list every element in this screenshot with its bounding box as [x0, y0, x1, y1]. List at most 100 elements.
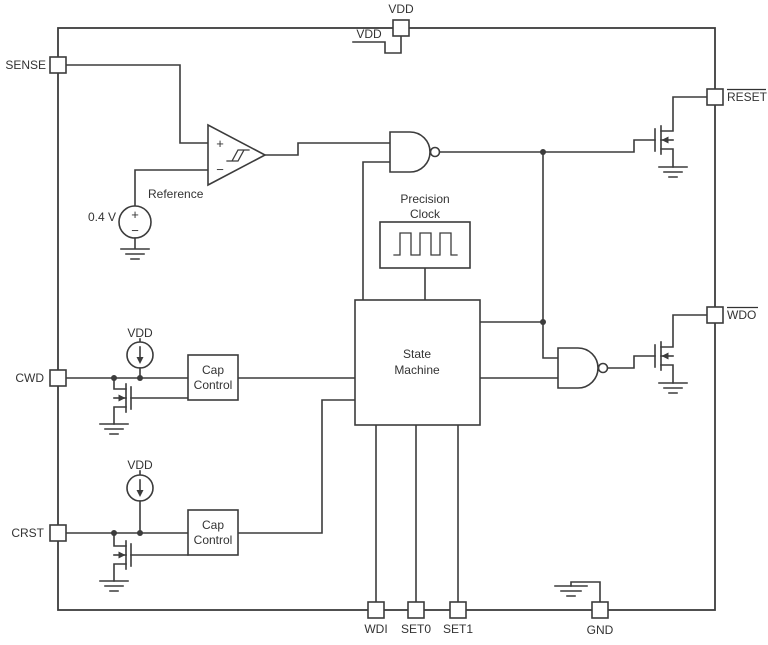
- pin-gnd-label: GND: [587, 623, 614, 637]
- pin-reset-label: RESET: [727, 90, 768, 104]
- pin-set1-label: SET1: [443, 622, 473, 636]
- wdo-ground-icon: [658, 382, 688, 394]
- state-machine: State Machine: [354, 299, 481, 426]
- cwd-cs-arrow-head: [136, 357, 144, 364]
- cwd-ground-icon: [99, 423, 129, 435]
- junction-dots: [111, 149, 546, 536]
- nand-gate-reset: [389, 131, 441, 173]
- comparator-plus-label: +: [216, 136, 224, 151]
- nand1-bubble: [429, 146, 441, 158]
- cap-control-rst: Cap Control: [187, 509, 239, 556]
- internal-vdd-label: VDD: [356, 27, 382, 41]
- wdo-mosfet-source-lead: [660, 364, 674, 384]
- nand2-output-wire: [607, 355, 656, 369]
- reset-feedback-wire: [542, 151, 559, 359]
- pin-reset: [706, 88, 724, 106]
- cwd-mosfet: [99, 377, 189, 435]
- cap-control-rst-box: [187, 509, 239, 556]
- cap-control-rst-label-line1: Cap: [202, 518, 224, 532]
- gnd-ground-icon: [554, 585, 588, 597]
- nand-gate-wdo: [557, 347, 609, 389]
- junction-dot: [540, 149, 546, 155]
- junction-dot: [137, 530, 143, 536]
- clock-label-line2: Clock: [410, 207, 441, 221]
- pin-set0: [407, 601, 425, 619]
- crst-mosfet-drain-lead: [113, 532, 127, 547]
- reference-ground-icon: [120, 237, 150, 260]
- nand1-input-b-wire: [362, 161, 391, 301]
- pin-wdo-label: WDO: [727, 308, 756, 322]
- nand1-body: [389, 131, 431, 173]
- cwd-mosfet-drain-lead: [113, 377, 127, 390]
- cap-control-wd-box: [187, 354, 239, 401]
- reference-value-label: 0.4 V: [88, 210, 116, 224]
- gnd-wire: [570, 581, 601, 603]
- junction-dot: [137, 375, 143, 381]
- pin-cwd-label: CWD: [15, 371, 44, 385]
- cap-control-rst-out-wire: [237, 399, 356, 534]
- wires: [65, 35, 656, 603]
- pin-vdd: [392, 19, 410, 37]
- cwd-current-source: VDD: [126, 326, 154, 379]
- crst-mosfet: [99, 532, 189, 592]
- comparator-minus-label: −: [216, 162, 224, 177]
- wdo-mosfet-arrow: [661, 352, 669, 360]
- voltage-reference: + − Reference 0.4 V: [88, 187, 204, 260]
- junction-dot: [111, 530, 117, 536]
- pin-wdi: [367, 601, 385, 619]
- nand1-output-wire: [439, 139, 656, 153]
- pin-sense: [49, 56, 67, 74]
- state-machine-label-line2: Machine: [394, 363, 440, 377]
- sense-wire: [65, 64, 209, 144]
- pin-set0-label: SET0: [401, 622, 431, 636]
- reset-mosfet-source-lead: [660, 148, 674, 168]
- crst-current-source: VDD: [126, 458, 154, 534]
- comparator-output-wire: [264, 142, 391, 156]
- cwd-vdd-label: VDD: [127, 326, 153, 340]
- pins: VDD VDD SENSE CWD CRST RESET WDO WDI SET…: [5, 2, 767, 637]
- cap-control-wd-label-line1: Cap: [202, 363, 224, 377]
- pin-crst: [49, 524, 67, 542]
- crst-cs-arrow-head: [136, 490, 144, 497]
- crst-vdd-label: VDD: [127, 458, 153, 472]
- reference-label: Reference: [148, 187, 204, 201]
- precision-clock: Precision Clock: [379, 192, 471, 269]
- pin-gnd: [591, 601, 609, 619]
- pin-crst-label: CRST: [11, 526, 44, 540]
- pin-wdo: [706, 306, 724, 324]
- state-machine-label-line1: State: [403, 347, 431, 361]
- comparator-body: [207, 123, 267, 187]
- reset-mosfet-arrow: [661, 136, 669, 144]
- wdo-mosfet: [654, 314, 708, 394]
- clock-label-line1: Precision: [400, 192, 449, 206]
- pin-wdi-label: WDI: [364, 622, 387, 636]
- comparator: + −: [207, 123, 267, 187]
- junction-dot: [540, 319, 546, 325]
- cap-control-wd: Cap Control: [187, 354, 239, 401]
- reset-mosfet: [654, 96, 708, 178]
- clock-box: [379, 221, 471, 269]
- pin-vdd-label: VDD: [388, 2, 414, 16]
- hysteresis-icon: [226, 149, 250, 162]
- pin-cwd: [49, 369, 67, 387]
- crst-mosfet-arrow: [118, 551, 126, 559]
- clock-waveform-icon: [393, 232, 458, 256]
- cwd-mosfet-arrow: [118, 394, 126, 402]
- crst-ground-icon: [99, 580, 129, 592]
- state-machine-box: [354, 299, 481, 426]
- reset-mosfet-drain-lead: [660, 96, 708, 132]
- reference-wire: [134, 169, 209, 207]
- crst-mosfet-source-lead: [113, 563, 127, 582]
- cap-control-rst-label-line2: Control: [194, 533, 233, 547]
- wdo-mosfet-drain-lead: [660, 314, 708, 348]
- pin-set1: [449, 601, 467, 619]
- pin-sense-label: SENSE: [5, 58, 46, 72]
- vdd-rail-wire: [352, 35, 402, 54]
- reference-minus-label: −: [131, 223, 139, 238]
- nand2-body: [557, 347, 599, 389]
- junction-dot: [111, 375, 117, 381]
- cap-control-wd-label-line2: Control: [194, 378, 233, 392]
- nand2-bubble: [597, 362, 609, 374]
